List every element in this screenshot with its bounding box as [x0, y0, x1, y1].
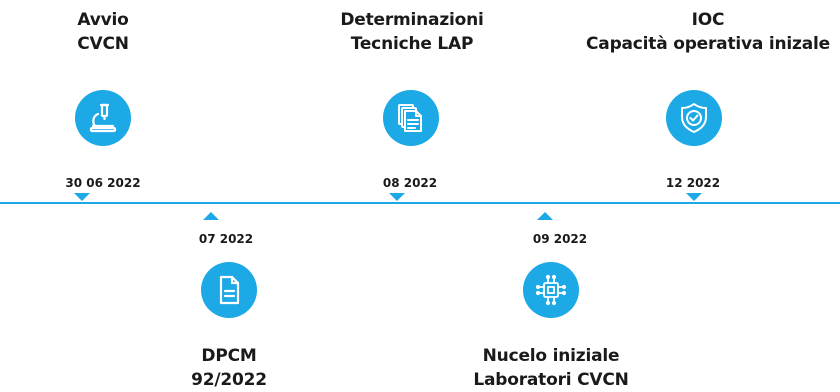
milestone-date: 12 2022	[665, 176, 721, 190]
milestone-title-ioc: IOC Capacità operativa inizale	[578, 8, 838, 56]
title-line: DPCM	[201, 346, 257, 366]
title-line: IOC	[691, 10, 725, 30]
title-line: Nucelo iniziale	[482, 346, 620, 366]
marker-down	[686, 193, 702, 201]
milestone-icon-circle	[523, 262, 579, 318]
title-line: CVCN	[77, 34, 129, 54]
title-line: Avvio	[77, 10, 129, 30]
milestone-title-nucelo: Nucelo iniziale Laboratori CVCN	[421, 344, 681, 392]
shield-check-icon	[681, 103, 707, 133]
milestone-title-determinazioni: Determinazioni Tecniche LAP	[282, 8, 542, 56]
milestone-date: 08 2022	[382, 176, 438, 190]
milestone-title-avvio: Avvio CVCN	[0, 8, 233, 56]
title-line: Laboratori CVCN	[473, 370, 629, 390]
milestone-icon-circle	[75, 90, 131, 146]
title-line: Tecniche LAP	[350, 34, 474, 54]
milestone-icon-circle	[383, 90, 439, 146]
marker-down	[389, 193, 405, 201]
title-line: 92/2022	[191, 370, 267, 390]
milestone-title-dpcm: DPCM 92/2022	[99, 344, 359, 392]
timeline-axis	[0, 202, 840, 204]
marker-up	[203, 212, 219, 220]
title-line: Capacità operativa inizale	[586, 34, 830, 54]
milestone-icon-circle	[201, 262, 257, 318]
title-line: Determinazioni	[340, 10, 484, 30]
documents-stack-icon	[398, 104, 422, 132]
marker-up	[537, 212, 553, 220]
microscope-icon	[89, 103, 117, 133]
milestone-date: 07 2022	[198, 232, 254, 246]
milestone-date: 30 06 2022	[65, 176, 141, 190]
milestone-icon-circle	[666, 90, 722, 146]
milestone-date: 09 2022	[532, 232, 588, 246]
marker-down	[74, 193, 90, 201]
chip-icon	[535, 274, 567, 306]
document-icon	[219, 275, 240, 305]
